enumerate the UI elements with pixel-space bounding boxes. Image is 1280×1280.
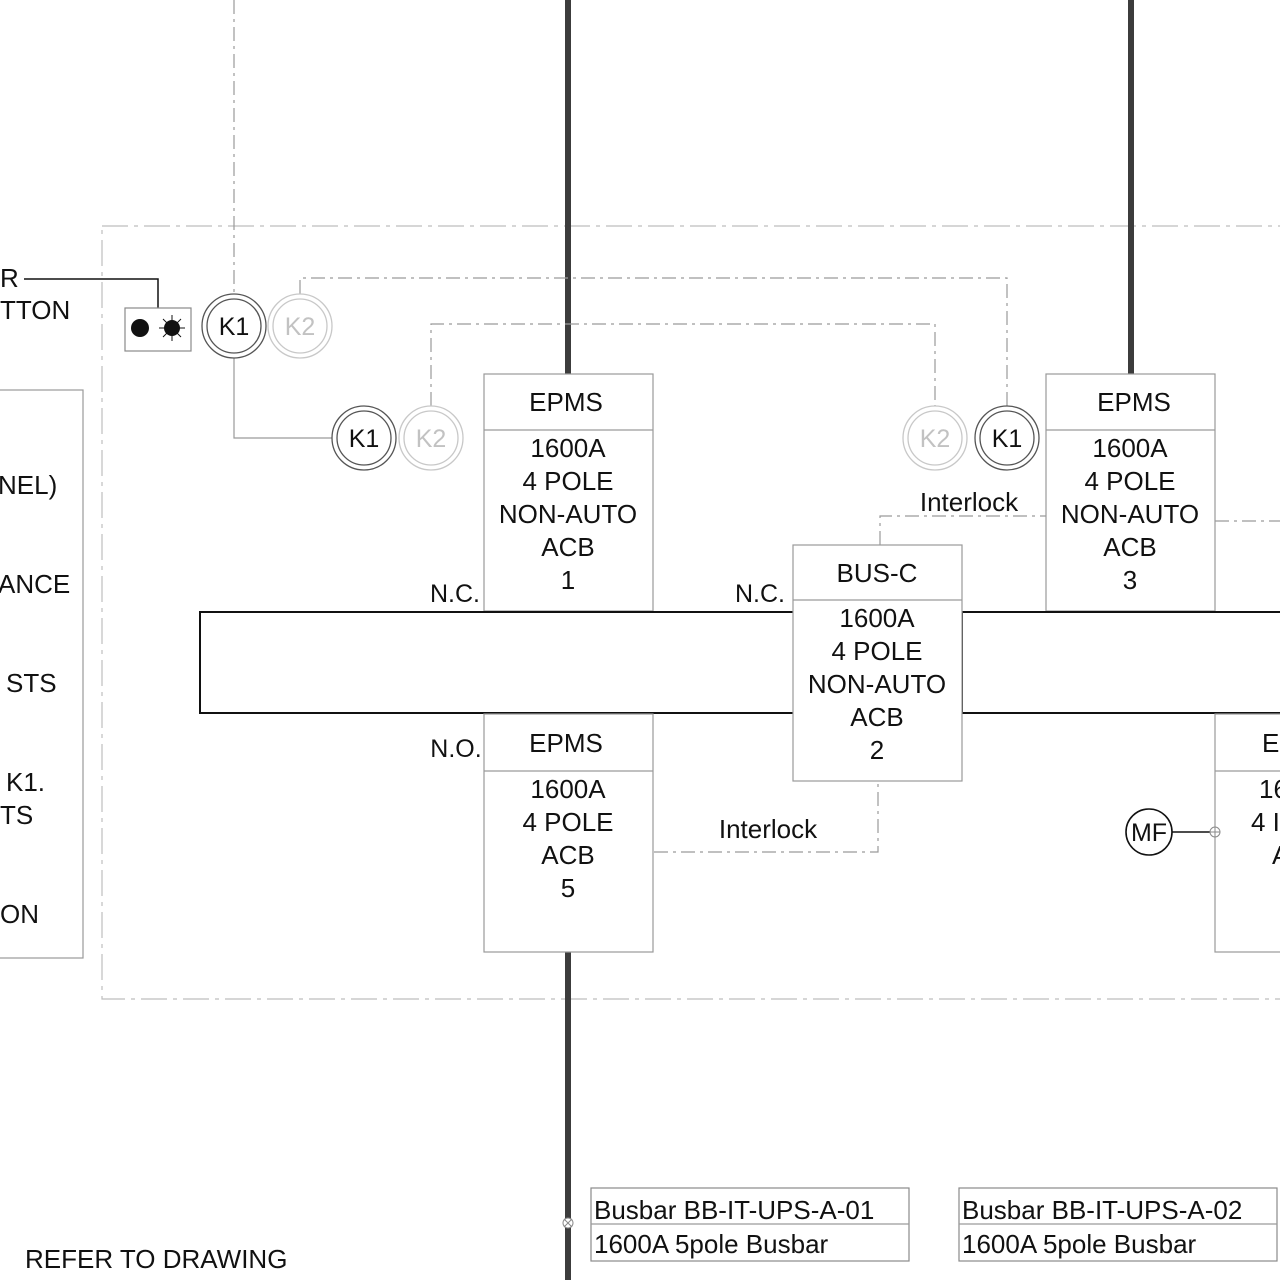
left-note-line-1: NEL): [0, 470, 57, 500]
acb-right-poles: 4 I: [1251, 807, 1280, 837]
acb3-poles: 4 POLE: [1084, 466, 1175, 496]
acb1-rating: 1600A: [530, 433, 606, 463]
acb3-number: 3: [1123, 565, 1137, 595]
acb1-number: 1: [561, 565, 575, 595]
left-note-line-6: ON: [0, 899, 39, 929]
k2-control-wire-outer: [299, 277, 1008, 406]
acb5-state-label: N.O.: [430, 735, 481, 763]
relay-k1-main-label: K1: [219, 313, 250, 341]
acb5-kind: ACB: [541, 840, 594, 870]
interlock-lower-wire: [654, 782, 879, 853]
relay-k2-main-label: K2: [285, 313, 316, 341]
acb5-rating: 1600A: [530, 774, 606, 804]
acb2-poles: 4 POLE: [831, 636, 922, 666]
relay-k1-acb3[interactable]: K1: [974, 405, 1040, 471]
relay-k2-acb1[interactable]: K2: [398, 405, 464, 471]
acb5-poles: 4 POLE: [522, 807, 613, 837]
push-button-box[interactable]: [124, 307, 192, 352]
acb1-poles: 4 POLE: [522, 466, 613, 496]
acb2-state-label: N.C.: [735, 580, 785, 608]
acb2-number: 2: [870, 735, 884, 765]
mf-label: MF: [1131, 819, 1167, 847]
breaker-acb-5[interactable]: EPMS 1600A 4 POLE ACB 5: [483, 713, 654, 953]
k1-control-wire: [233, 358, 332, 439]
mf-terminal-icon: [1209, 826, 1221, 838]
breaker-acb-2-bus-coupler[interactable]: BUS-C 1600A 4 POLE NON-AUTO ACB 2: [792, 544, 963, 782]
feeder-junction-icon: [562, 1217, 574, 1229]
relay-k2-acb1-label: K2: [416, 425, 447, 453]
acb5-number: 5: [561, 873, 575, 903]
button-fragment-label: TTON: [0, 295, 70, 325]
relay-k2-acb3-label: K2: [920, 425, 951, 453]
acb-right-kind: A: [1272, 840, 1280, 870]
acb3-title: EPMS: [1097, 387, 1171, 417]
busbar-legend-1[interactable]: Busbar BB-IT-UPS-A-01 1600A 5pole Busbar: [590, 1187, 910, 1262]
acb1-kind: ACB: [541, 532, 594, 562]
relay-k1-acb1[interactable]: K1: [331, 405, 397, 471]
main-busbar-left: [199, 611, 795, 714]
breaker-acb-3[interactable]: EPMS 1600A 4 POLE NON-AUTO ACB 3: [1045, 373, 1216, 612]
busbar-1-name: Busbar BB-IT-UPS-A-01: [594, 1195, 874, 1225]
acb-right-rating: 16: [1259, 774, 1280, 804]
acb2-rating: 1600A: [839, 603, 915, 633]
r-fragment-label: R: [0, 263, 19, 293]
left-note-line-2: ANCE: [0, 569, 70, 599]
busbar-legend-2[interactable]: Busbar BB-IT-UPS-A-02 1600A 5pole Busbar: [958, 1187, 1278, 1262]
relay-k1-acb1-label: K1: [349, 425, 380, 453]
busbar-2-name: Busbar BB-IT-UPS-A-02: [962, 1195, 1242, 1225]
main-busbar-right: [961, 611, 1280, 714]
breaker-right-partial[interactable]: E 16 4 I A: [1214, 713, 1280, 953]
acb2-kind: ACB: [850, 702, 903, 732]
acb1-state-label: N.C.: [430, 580, 480, 608]
switchboard-boundary: [101, 225, 1280, 1000]
refer-to-drawing-note: REFER TO DRAWING: [25, 1244, 287, 1274]
busbar-2-rating: 1600A 5pole Busbar: [962, 1229, 1197, 1259]
relay-k2-main[interactable]: K2: [267, 293, 333, 359]
acb3-rating: 1600A: [1092, 433, 1168, 463]
indicator-lamp-icon: [131, 319, 149, 337]
relay-k1-main[interactable]: K1: [201, 293, 267, 359]
left-note-line-3: STS: [6, 668, 57, 698]
acb5-title: EPMS: [529, 728, 603, 758]
busbar-1-rating: 1600A 5pole Busbar: [594, 1229, 829, 1259]
acb3-type: NON-AUTO: [1061, 499, 1199, 529]
left-note-line-4: K1.: [6, 767, 45, 797]
acb2-title: BUS-C: [837, 558, 918, 588]
r-leader-line: [24, 278, 159, 308]
left-note-line-5: TS: [0, 800, 33, 830]
breaker-acb-1[interactable]: EPMS 1600A 4 POLE NON-AUTO ACB 1: [483, 373, 654, 612]
relay-k1-acb3-label: K1: [992, 425, 1023, 453]
indicator-lamp-lit-icon: [159, 315, 185, 341]
k2-control-wire-inner: [430, 323, 936, 406]
mf-device[interactable]: MF: [1125, 808, 1173, 856]
acb1-title: EPMS: [529, 387, 603, 417]
interlock-lower-label: Interlock: [719, 814, 818, 844]
acb3-kind: ACB: [1103, 532, 1156, 562]
acb-right-title: E: [1262, 728, 1279, 758]
left-note-panel: [0, 389, 84, 959]
interlock-upper-wire: [879, 515, 1047, 545]
acb1-type: NON-AUTO: [499, 499, 637, 529]
interlock-upper-label: Interlock: [920, 487, 1019, 517]
acb2-type: NON-AUTO: [808, 669, 946, 699]
relay-k2-acb3[interactable]: K2: [902, 405, 968, 471]
